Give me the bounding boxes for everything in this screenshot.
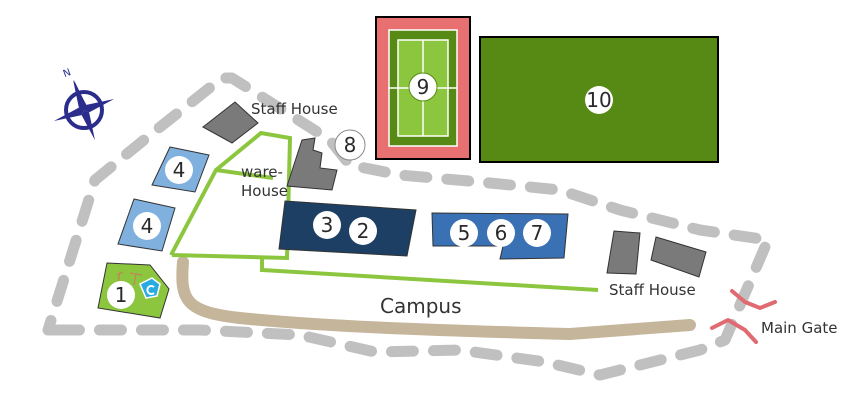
field-10[interactable]: 10 [479,36,719,163]
building-5-6-7[interactable]: 5 6 7 [431,212,569,260]
warehouse-label-line2: House [241,182,288,200]
marker-8-label: 8 [344,133,357,157]
building-4-bottom[interactable]: 4 [117,198,176,252]
marker-3-label: 3 [321,213,334,237]
building-1[interactable]: 1 [97,262,170,319]
tennis-court-9[interactable]: 9 [375,16,471,160]
warehouse-label-line1: ware- [241,163,283,181]
marker-5-label: 5 [458,221,471,245]
marker-8[interactable]: 8 [334,129,366,161]
warehouse-building[interactable] [286,137,338,191]
marker-7-label: 7 [531,221,544,245]
staff-house-bottom-building-2[interactable] [650,236,707,278]
campus-label: Campus [380,294,462,318]
marker-4b-label: 4 [141,214,154,238]
marker-9-label: 9 [417,75,430,99]
staff-house-top-building[interactable] [202,101,259,144]
green-path [169,130,599,292]
main-gate-label: Main Gate [761,319,838,337]
staff-house-bottom-building-1[interactable] [606,230,641,275]
marker-2-label: 2 [357,219,370,243]
compass-icon: N [53,67,115,141]
marker-1-label: 1 [115,283,128,307]
marker-4a-label: 4 [173,158,186,182]
marker-6-label: 6 [495,221,508,245]
road [176,256,696,341]
campus-boundary [42,72,774,381]
compass-north-label: N [62,67,73,80]
building-4-top[interactable]: 4 [151,146,210,193]
main-gate-icon[interactable] [710,289,777,344]
staff-house-top-label: Staff House [251,100,338,118]
staff-house-bottom-label: Staff House [609,281,696,299]
building-3-2[interactable]: 3 2 [278,200,417,257]
marker-10-label: 10 [586,88,611,112]
